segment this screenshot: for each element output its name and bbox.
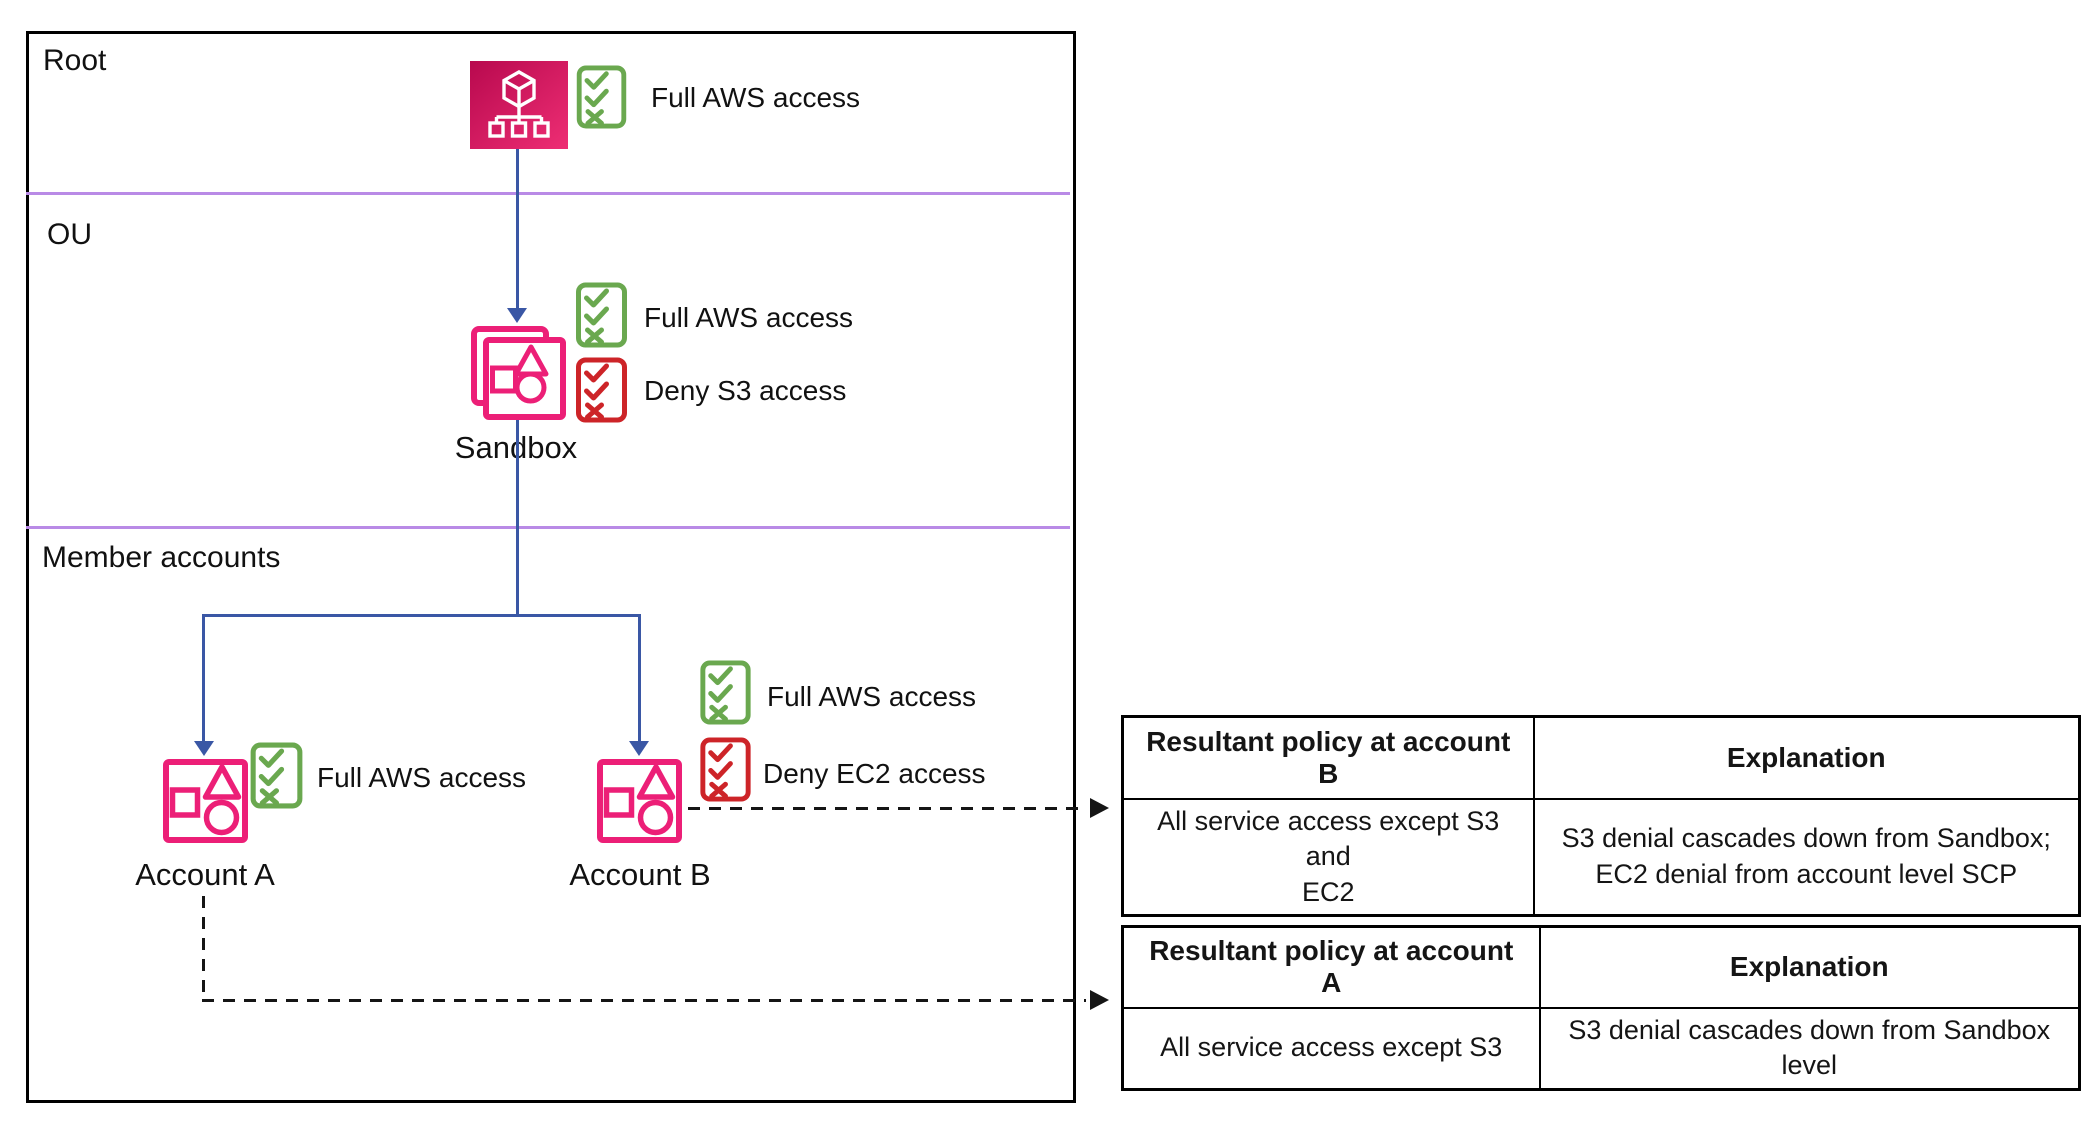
account-b-allow-label: Full AWS access [767,681,977,712]
account-a-label: Account A [135,857,275,892]
organization-box [26,31,1076,1103]
table-cell: All service access except S3 [1121,1006,1541,1091]
root-ou-divider [26,192,1070,195]
account-a-connector-vertical [202,896,205,1000]
tree-branch-line [202,614,640,617]
branch-to-account-a [202,614,205,742]
account-b-deny-label: Deny EC2 access [763,758,986,789]
sandbox-down-connector [515,420,519,616]
table-header: Resultant policy at account A [1121,925,1541,1009]
section-label-member: Member accounts [42,541,281,574]
ou-member-divider [26,526,1070,529]
account-a-icon [163,759,248,843]
table-cell: S3 denial cascades down from Sandbox lev… [1538,1006,2081,1091]
arrow-down-icon [507,308,527,323]
account-a-connector-horizontal [202,999,1086,1002]
section-label-root: Root [43,44,107,77]
arrow-down-icon [629,741,649,756]
deny-policy-icon [698,737,753,802]
account-a-result-table: Resultant policy at account A Explanatio… [1121,925,2081,1091]
root-policy-label: Full AWS access [651,82,861,113]
section-label-ou: OU [47,218,92,251]
root-org-icon [470,61,568,149]
table-header: Resultant policy at account B [1121,715,1535,800]
account-b-icon [597,759,682,843]
account-b-table-connector [688,806,1086,810]
table-header: Explanation [1532,715,2081,800]
allow-policy-icon [249,742,304,809]
arrow-down-icon [193,741,214,756]
account-b-result-table: Resultant policy at account B Explanatio… [1121,715,2081,918]
allow-policy-icon [575,65,628,129]
account-b-label: Account B [569,857,711,892]
table-cell: S3 denial cascades down from Sandbox; EC… [1532,797,2081,917]
branch-to-account-b [637,614,641,742]
allow-policy-icon [698,660,753,725]
table-header: Explanation [1538,925,2081,1009]
allow-policy-icon [575,282,628,348]
arrow-right-icon [1090,798,1109,818]
table-cell: All service access except S3 and EC2 [1121,797,1535,917]
sandbox-allow-label: Full AWS access [644,302,854,333]
sandbox-ou-icon [466,321,566,421]
arrow-right-icon [1090,990,1109,1010]
deny-policy-icon [575,357,628,423]
root-sandbox-connector [515,149,519,309]
sandbox-deny-label: Deny S3 access [644,375,847,406]
account-a-allow-label: Full AWS access [317,762,527,793]
